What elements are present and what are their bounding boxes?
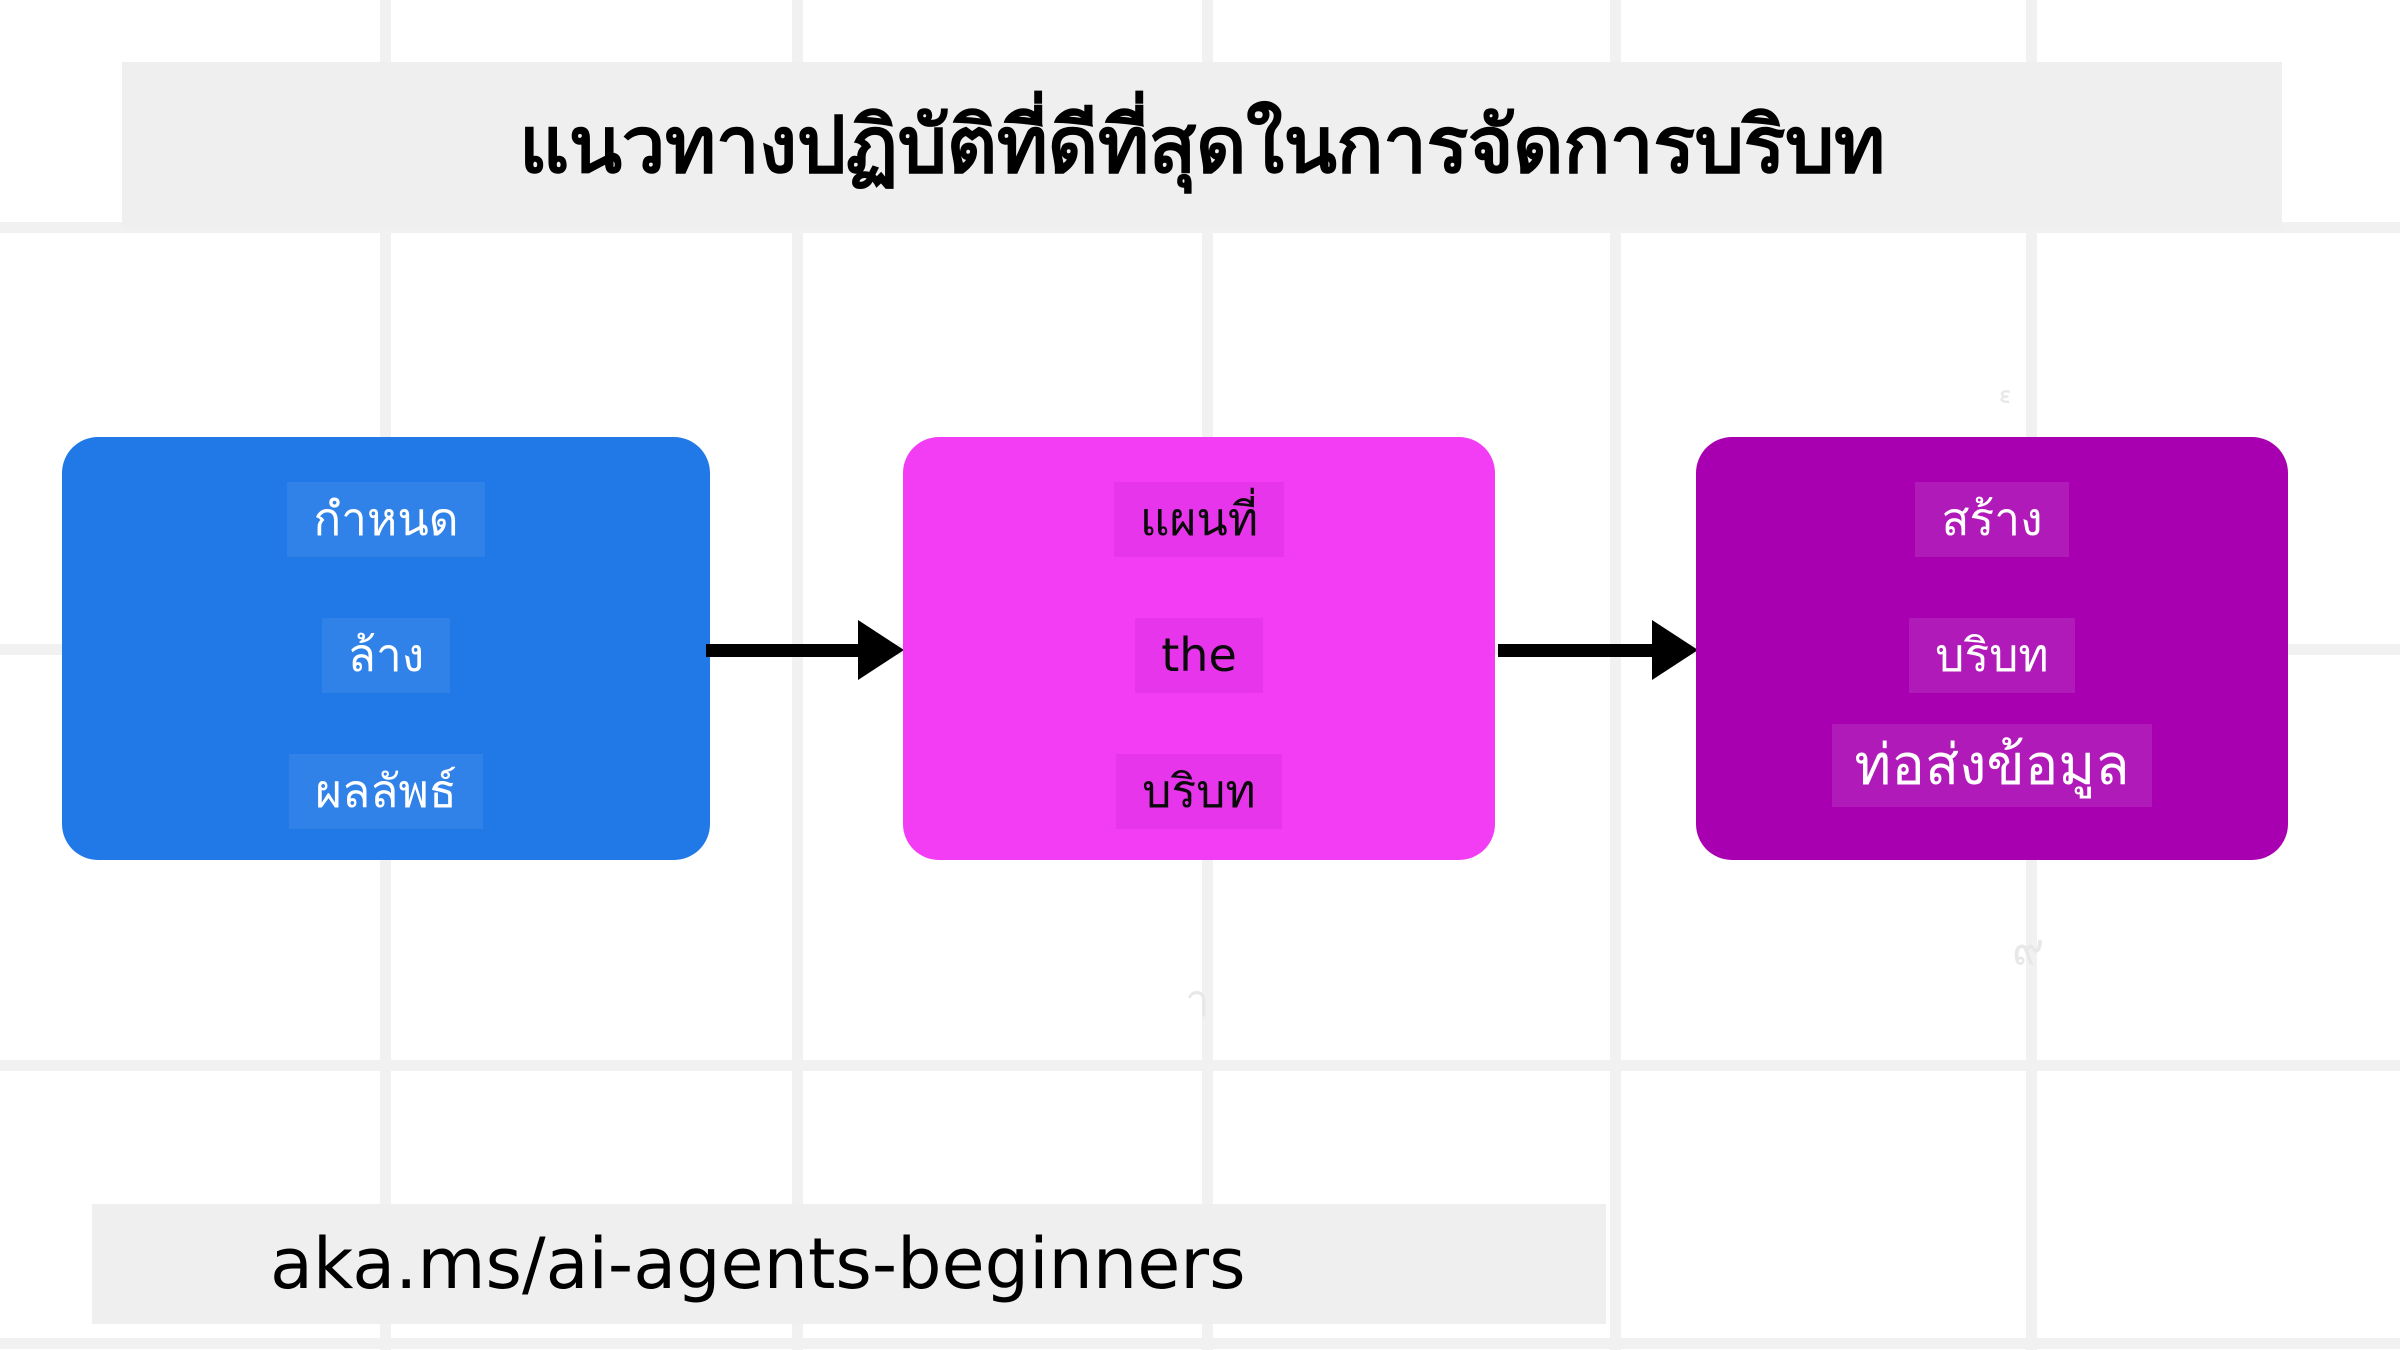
footer-band: aka.ms/ai-agents-beginners <box>92 1204 1606 1324</box>
stage-line-text: กำหนด <box>287 481 485 557</box>
stage-line-text: ผลลัพธ์ <box>289 754 483 830</box>
flow-stage-define-trim-results[interactable]: กำหนด ล้าง ผลลัพธ์ <box>62 437 710 860</box>
stage-line-text: the <box>1135 618 1263 693</box>
stage-line-text: บริบท <box>1909 618 2075 693</box>
gridline-horizontal <box>0 1060 2400 1071</box>
stage-line-row: บริบท <box>1696 587 2288 723</box>
stage-line-text: ท่อส่งข้อมูล <box>1832 723 2152 808</box>
stage-line-row: สร้าง <box>1696 451 2288 587</box>
arrow-shaft <box>1498 644 1652 657</box>
arrow-head <box>858 620 904 680</box>
arrow-shaft <box>706 644 858 657</box>
arrow-head <box>1652 620 1698 680</box>
ghost-mark: า <box>1185 976 1210 1027</box>
stage-line-row: กำหนด <box>62 451 710 587</box>
page-title: แนวทางปฏิบัติที่ดีที่สุดในการจัดการบริบท <box>519 101 1885 191</box>
ghost-mark: ๙ <box>2012 924 2045 975</box>
arrow-right-icon <box>706 620 904 680</box>
arrow-right-icon <box>1498 620 1698 680</box>
stage-line-row: บริบท <box>903 724 1495 860</box>
stage-line-row: แผนที่ <box>903 451 1495 587</box>
stage-line-text: บริบท <box>1116 754 1282 830</box>
stage-line-text: แผนที่ <box>1113 481 1285 557</box>
flow-stage-map-the-context[interactable]: แผนที่ the บริบท <box>903 437 1495 860</box>
footer-url[interactable]: aka.ms/ai-agents-beginners <box>270 1223 1246 1305</box>
stage-line-row: the <box>903 587 1495 723</box>
gridline-horizontal <box>0 1338 2400 1349</box>
stage-line-row: ท่อส่งข้อมูล <box>1696 723 2288 860</box>
stage-line-row: ผลลัพธ์ <box>62 724 710 860</box>
stage-line-row: ล้าง <box>62 587 710 723</box>
stage-line-text: สร้าง <box>1915 481 2069 557</box>
flow-stage-build-context-pipeline[interactable]: สร้าง บริบท ท่อส่งข้อมูล <box>1696 437 2288 860</box>
slide-title-band: แนวทางปฏิบัติที่ดีที่สุดในการจัดการบริบท <box>122 62 2282 228</box>
stage-line-text: ล้าง <box>321 618 451 693</box>
